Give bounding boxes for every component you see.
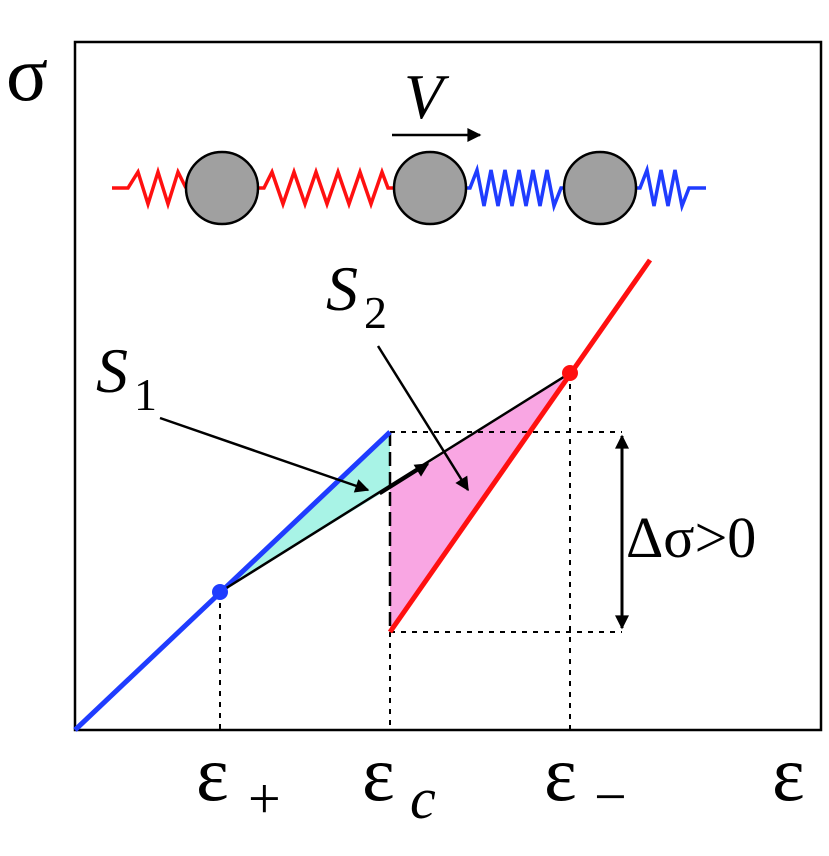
strain-c-subscript: c <box>410 766 436 831</box>
area2-subscript: 2 <box>364 287 387 338</box>
strain-minus-subscript: − <box>594 764 627 829</box>
mass-middle <box>392 150 468 226</box>
guide-lines <box>219 373 622 730</box>
high-strain-branch <box>387 258 653 634</box>
plot-frame <box>73 40 823 732</box>
y-axis-label: σ <box>6 30 48 117</box>
spring-blue-right <box>634 163 706 213</box>
strain-plus-subscript: + <box>248 766 281 831</box>
strain-plus-label: ε <box>196 730 229 817</box>
stress-jump-label: Δσ>0 <box>626 505 756 570</box>
chord-arrow <box>379 462 430 496</box>
s1-pointer <box>159 416 370 493</box>
x-axis-label: ε <box>772 730 805 817</box>
strain-c-label: ε <box>362 730 395 817</box>
point-plus <box>212 584 228 600</box>
area1-subscript: 1 <box>134 369 157 420</box>
mass-spring-chain <box>112 163 706 213</box>
area2-label: S <box>326 253 358 324</box>
mass-right <box>562 150 638 226</box>
chord-line <box>219 371 571 594</box>
low-strain-branch <box>73 430 392 732</box>
spring-red-middle <box>258 166 394 210</box>
area1-label: S <box>96 335 128 406</box>
spring-blue-middle <box>466 163 566 213</box>
spring-red-left <box>112 166 188 210</box>
mass-left <box>184 150 260 226</box>
point-minus <box>562 365 578 381</box>
velocity-label: V <box>404 61 450 132</box>
strain-minus-label: ε <box>544 730 577 817</box>
s2-pointer <box>376 345 470 492</box>
